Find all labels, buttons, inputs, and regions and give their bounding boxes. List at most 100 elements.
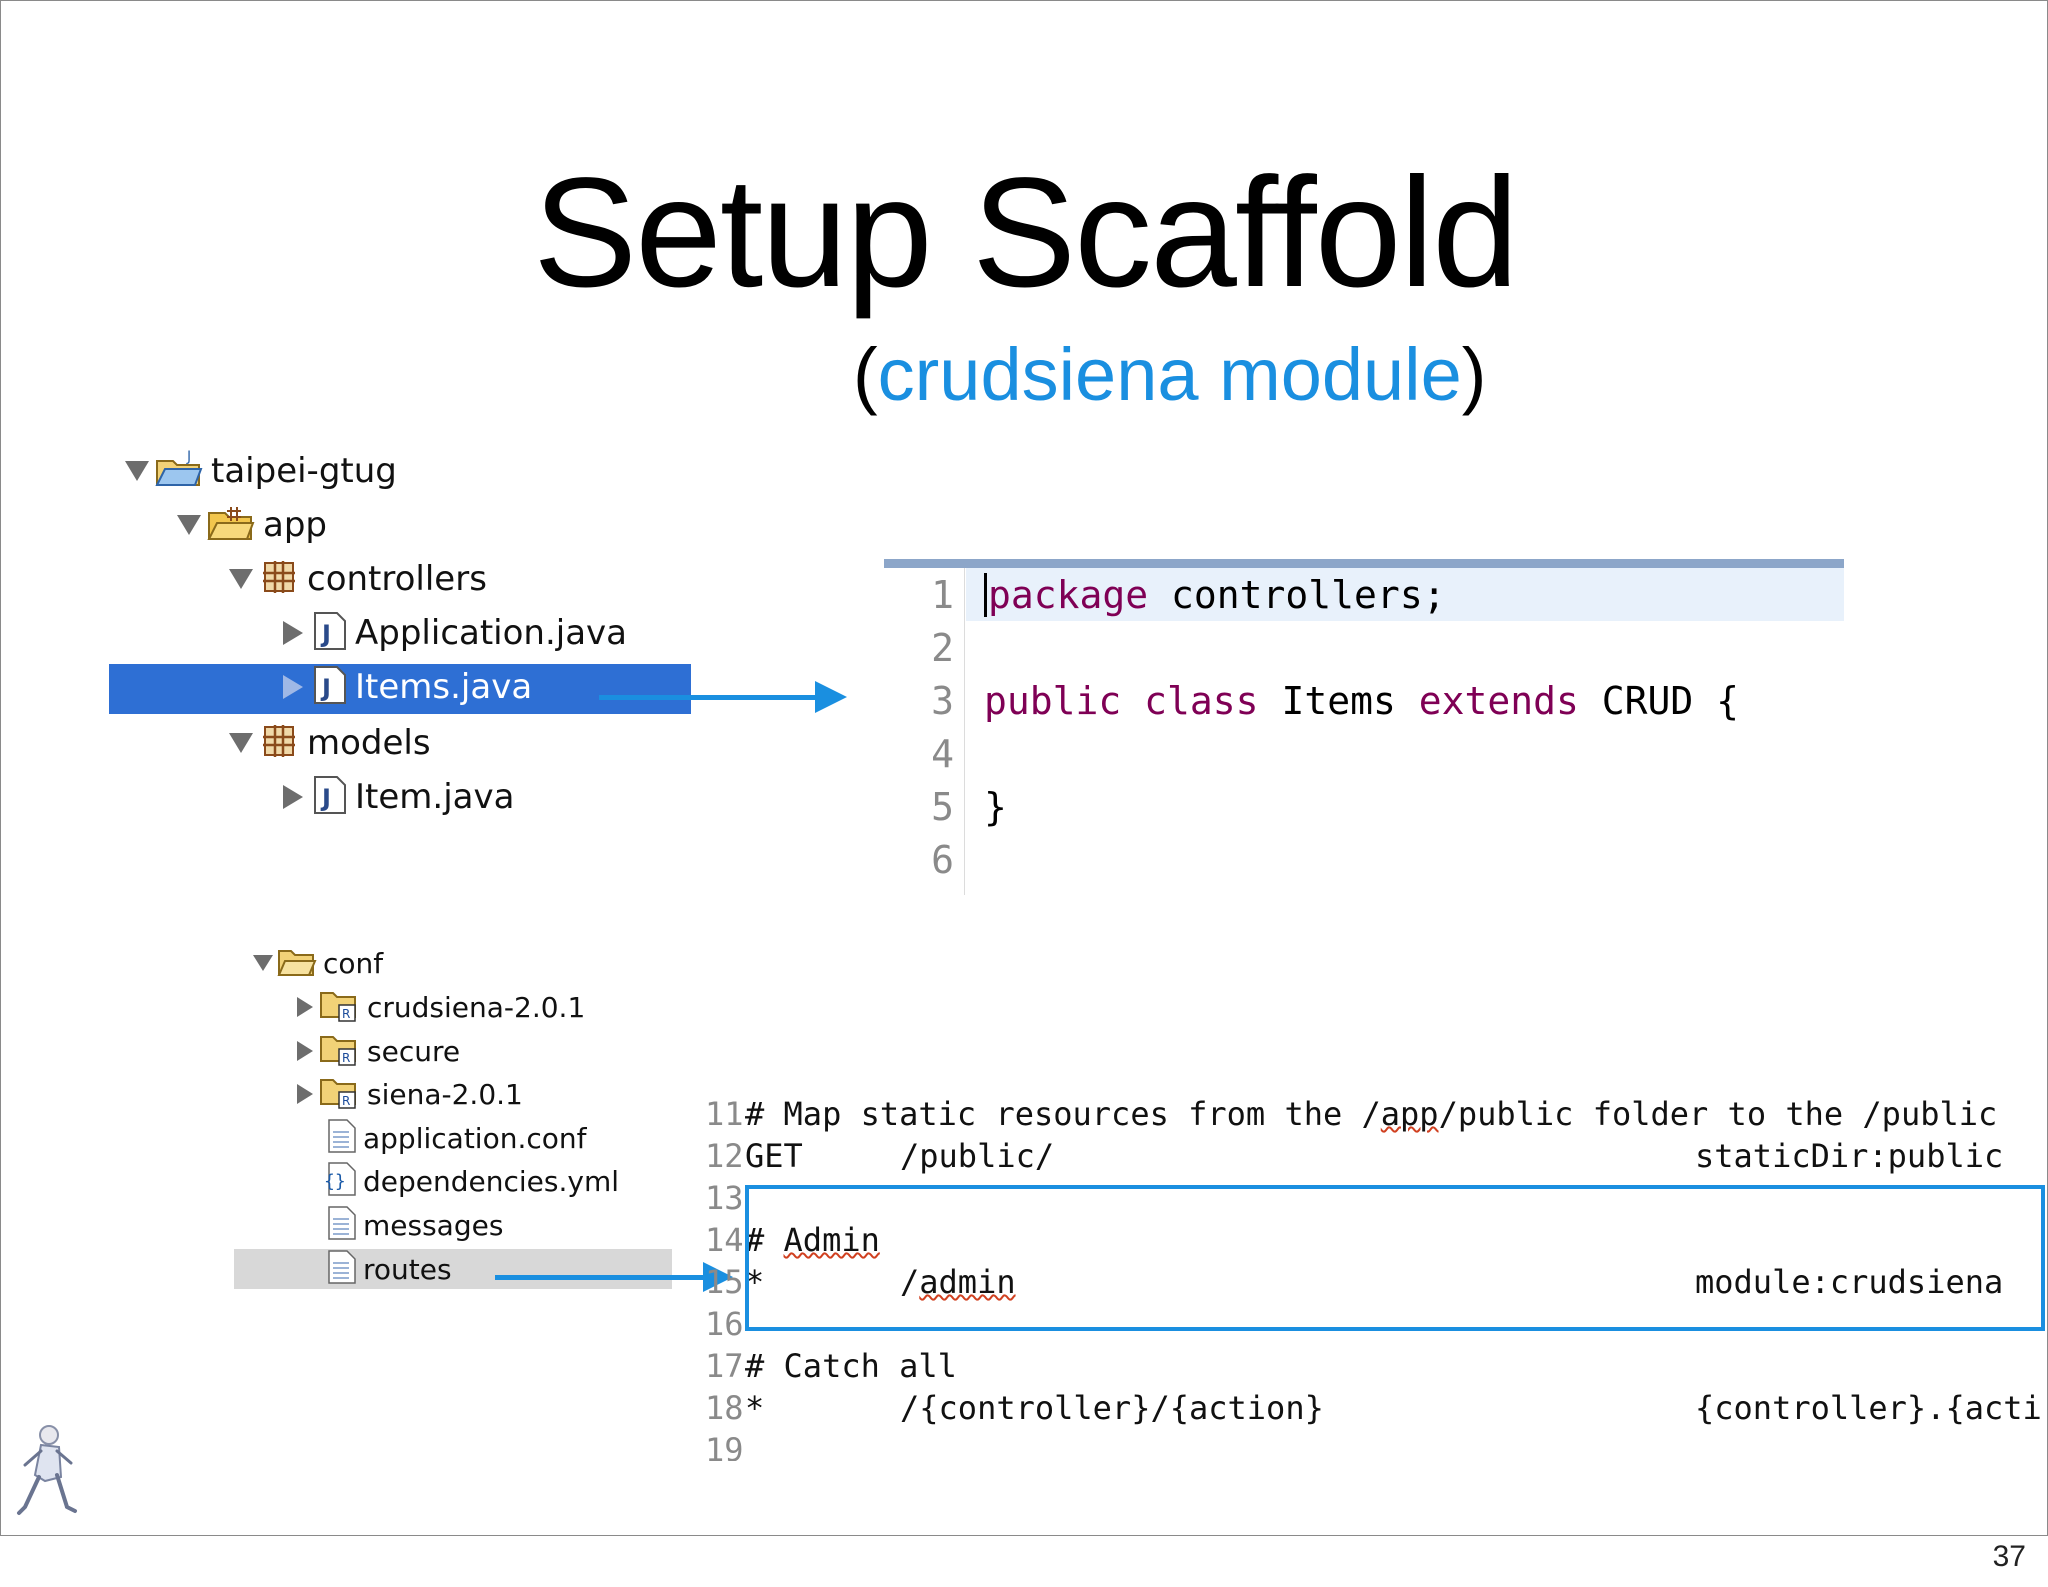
svg-text:J: J [186,449,191,465]
text-file-icon [327,1249,357,1289]
routes-editor[interactable]: 11# Map static resources from the /app/p… [705,1093,2047,1461]
selected-row-highlight [234,1249,672,1289]
tree-item-conf[interactable]: conf [253,943,383,983]
line-number: 13 [705,1179,744,1217]
route-action: module:crudsiena [1695,1263,2004,1301]
expand-triangle-icon[interactable] [229,569,253,589]
routes-line: 13 [705,1177,745,1219]
slide: Setup Scaffold (crudsiena module) J taip… [0,0,2048,1536]
page-number: 37 [1992,1540,2026,1573]
collapse-triangle-icon[interactable] [297,997,313,1017]
tree-item-secure[interactable]: R secure [297,1031,460,1071]
subtitle-close-paren: ) [1461,333,1487,416]
tree-item-models[interactable]: models [229,723,431,763]
tree-item-siena[interactable]: R siena-2.0.1 [297,1074,523,1114]
tree-item-app[interactable]: app [177,505,327,545]
tree-item-application-java[interactable]: J Application.java [283,611,628,655]
code-text: } [984,785,1007,829]
tree-item-label: secure [367,1034,461,1068]
expand-triangle-icon[interactable] [177,515,201,535]
line-number: 16 [705,1305,744,1343]
keyword: extends [1418,679,1579,723]
comment-text: # Catch all [745,1347,957,1385]
folder-icon [277,945,317,981]
text-file-icon [327,1205,357,1245]
arrow-to-routes [495,1275,725,1280]
routes-line: 18*/{controller}/{action}{controller}.{a… [705,1387,2042,1429]
tree-item-label: taipei-gtug [211,451,397,491]
collapse-triangle-icon[interactable] [297,1041,313,1061]
yaml-file-icon: {} [323,1161,357,1201]
keyword: class [1144,679,1259,723]
package-icon [259,721,299,765]
route-action: staticDir:public [1695,1137,2004,1175]
spelling-flag: admin [919,1263,1016,1301]
tree-item-crudsiena[interactable]: R crudsiena-2.0.1 [297,987,585,1027]
line-number: 15 [705,1263,744,1301]
svg-text:R: R [342,1007,350,1021]
arrow-to-editor [599,695,839,700]
svg-text:J: J [320,784,331,812]
expand-triangle-icon[interactable] [253,955,273,971]
collapse-triangle-icon[interactable] [283,675,303,699]
java-file-icon: J [313,775,347,819]
arrowhead-icon [703,1262,733,1292]
expand-triangle-icon[interactable] [229,733,253,753]
code-text: controllers; [1148,573,1446,617]
tree-item-label: Items.java [355,667,533,707]
route-path: /public/ [900,1137,1055,1175]
line-number: 17 [705,1347,744,1385]
tree-item-dependencies-yml[interactable]: {} dependencies.yml [323,1161,619,1201]
tree-item-routes[interactable]: routes [327,1249,452,1289]
tree-item-label: app [263,505,327,545]
route-method: * [745,1263,765,1301]
java-file-icon: J [313,611,347,655]
collapse-triangle-icon[interactable] [297,1084,313,1104]
code-text: Items [1258,679,1419,723]
arrowhead-icon [815,681,847,713]
line-number: 12 [705,1137,744,1175]
svg-text:J: J [320,620,331,648]
spelling-flag: app [1380,1095,1439,1133]
tree-item-label: conf [323,946,384,980]
mascot-logo [15,1421,85,1521]
comment-text: # Map static resources from the / [745,1095,1381,1133]
tree-item-label: siena-2.0.1 [367,1077,523,1111]
tree-item-items-java[interactable]: J Items.java [283,665,533,709]
tree-item-application-conf[interactable]: application.conf [327,1118,586,1158]
tree-item-label: routes [363,1252,452,1286]
line-number: 11 [705,1095,744,1133]
line-number: 14 [705,1221,744,1259]
text-cursor [984,573,987,617]
tree-item-item-java[interactable]: J Item.java [283,775,515,819]
line-number-gutter [884,568,965,895]
java-file-icon: J [313,665,347,709]
code-text: CRUD { [1578,679,1740,723]
tree-item-project[interactable]: J taipei-gtug [125,449,397,493]
expand-triangle-icon[interactable] [125,461,149,481]
collapse-triangle-icon[interactable] [283,785,303,809]
linked-folder-icon: R [319,1031,361,1071]
line-number: 18 [705,1389,744,1427]
tree-item-controllers[interactable]: controllers [229,559,487,599]
collapse-triangle-icon[interactable] [283,621,303,645]
keyword: package [988,573,1149,617]
tree-item-messages[interactable]: messages [327,1205,503,1245]
line-number: 19 [705,1431,744,1461]
tree-item-label: crudsiena-2.0.1 [367,990,586,1024]
tree-item-label: Application.java [355,613,628,653]
linked-folder-icon: R [319,987,361,1027]
route-method: GET [745,1137,803,1175]
svg-text:J: J [320,674,331,702]
source-folder-icon [207,503,255,547]
admin-route-highlight-box [745,1185,2045,1331]
route-method: * [745,1389,765,1427]
current-line-highlight [966,568,1844,621]
linked-folder-icon: R [319,1074,361,1114]
routes-line: 11# Map static resources from the /app/p… [705,1093,1997,1135]
tree-item-label: Item.java [355,777,515,817]
project-folder-icon: J [155,449,203,493]
